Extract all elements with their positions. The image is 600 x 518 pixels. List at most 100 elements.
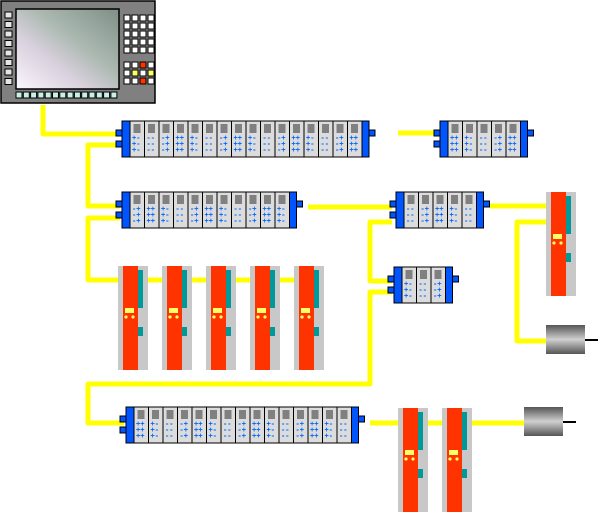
hmi-key (147, 22, 155, 30)
drive-led (175, 315, 179, 319)
io-module-led (307, 124, 315, 133)
io-terminal-marks: +- (404, 292, 412, 300)
io-terminal-marks: +- (404, 286, 412, 294)
hmi-key (147, 30, 155, 38)
io-terminal-marks: ++ (435, 205, 443, 213)
io-terminal-marks: +- (277, 205, 285, 213)
hmi-key (131, 61, 139, 69)
io-terminal-marks: -+ (180, 432, 188, 440)
io-station-3[interactable]: -+-+-++++++++-+-+--------+-+-++++++++-+-… (115, 191, 303, 229)
drive-4[interactable] (250, 266, 280, 370)
io-module-led (509, 124, 517, 133)
io-terminal-marks: ++ (136, 426, 144, 434)
io-terminal-marks: -- (147, 146, 155, 154)
hmi-key (139, 69, 147, 77)
hmi-key (131, 77, 139, 85)
io-terminal-marks: -- (339, 426, 347, 434)
hmi-panel[interactable] (0, 0, 156, 104)
drive-5[interactable] (294, 266, 324, 370)
io-station-5[interactable]: +-+-+--------+-+-+ (387, 266, 459, 304)
motor-1[interactable] (546, 325, 585, 354)
drive-6[interactable] (546, 192, 576, 296)
hmi-screen (15, 8, 120, 90)
hmi-key (123, 30, 131, 38)
io-station-2[interactable]: +++++++-+-+--------+-+-+++++++ (433, 120, 534, 158)
drive-1[interactable] (118, 266, 148, 370)
bus-coupler (439, 120, 449, 158)
io-terminal-marks: -- (406, 211, 414, 219)
io-terminal-marks: -- (223, 426, 231, 434)
io-module-led (235, 195, 242, 204)
io-module-led (351, 124, 358, 133)
io-terminal-marks: +- (325, 432, 333, 440)
drive-body (123, 266, 138, 370)
hmi-bottom-keys (15, 91, 118, 99)
io-module-led (181, 410, 188, 419)
io-terminal-marks: -- (165, 432, 173, 440)
cable-io1-to-io3 (85, 142, 120, 209)
motor-2[interactable] (524, 407, 563, 436)
hmi-key (147, 61, 155, 69)
io-module-led (326, 410, 333, 419)
io-module-led (480, 124, 488, 133)
bus-coupler (121, 191, 131, 229)
io-terminal-marks: -+ (161, 134, 169, 142)
io-terminal-marks: -- (205, 134, 213, 142)
drive-3[interactable] (206, 266, 236, 370)
drive-led (307, 315, 311, 319)
io-terminal-marks: -+ (248, 211, 256, 219)
hmi-softkey (103, 91, 111, 99)
io-terminal-marks: +- (306, 134, 314, 142)
io-module-led (206, 195, 213, 204)
io-terminal-marks: -+ (190, 217, 198, 225)
io-terminal-marks: -+ (219, 140, 227, 148)
port-out (483, 200, 490, 208)
io-module-led (133, 124, 141, 133)
drive-teal-led (566, 253, 571, 262)
hmi-softkey (30, 91, 38, 99)
hmi-softkey (110, 91, 118, 99)
io-terminal-marks: -+ (277, 146, 285, 154)
io-station-6[interactable]: +++++++-+-+--------+-+-++++++++-+-+-----… (119, 406, 365, 444)
drive-teal-led (314, 327, 319, 336)
hmi-key (139, 61, 147, 69)
drive-display (125, 308, 134, 313)
drive-led (212, 315, 216, 319)
port-in (115, 129, 123, 137)
drive-7[interactable] (398, 408, 428, 512)
io-terminal-marks: +- (450, 205, 458, 213)
io-terminal-marks: -+ (180, 420, 188, 428)
drive-8[interactable] (442, 408, 472, 512)
drive-body (403, 408, 418, 512)
io-module-led (420, 270, 427, 279)
io-module-led (148, 195, 155, 204)
hmi-key (4, 30, 13, 38)
io-terminal-marks: +- (306, 146, 314, 154)
drive-teal-led (462, 469, 467, 478)
io-terminal-marks: +- (161, 211, 169, 219)
io-module-led (235, 124, 242, 133)
io-module-led (278, 124, 286, 133)
io-terminal-marks: +- (161, 217, 169, 225)
port-out (358, 415, 365, 423)
io-module-led (405, 270, 413, 279)
io-module-led (148, 124, 155, 133)
io-terminal-marks: ++ (205, 205, 213, 213)
io-terminal-marks: -+ (421, 205, 429, 213)
hmi-key (147, 46, 155, 54)
port-out (368, 129, 376, 137)
io-terminal-marks: ++ (234, 146, 242, 154)
io-station-1[interactable]: +-+-+--------+-+-++++++++-+-+--------+-+… (115, 120, 376, 158)
io-terminal-marks: -+ (335, 146, 343, 154)
io-terminal-marks: -- (281, 420, 289, 428)
io-station-4[interactable]: -------+-+-++++++++-+-+------- (389, 191, 490, 229)
hmi-key (4, 78, 13, 85)
io-terminal-marks: +- (248, 134, 256, 142)
drive-2[interactable] (162, 266, 192, 370)
io-terminal-marks: +- (248, 140, 256, 148)
drive-led (263, 315, 267, 319)
drive-body (211, 266, 226, 370)
end-terminal (476, 191, 484, 229)
io-terminal-marks: ++ (310, 432, 318, 440)
io-module-led (249, 124, 257, 133)
